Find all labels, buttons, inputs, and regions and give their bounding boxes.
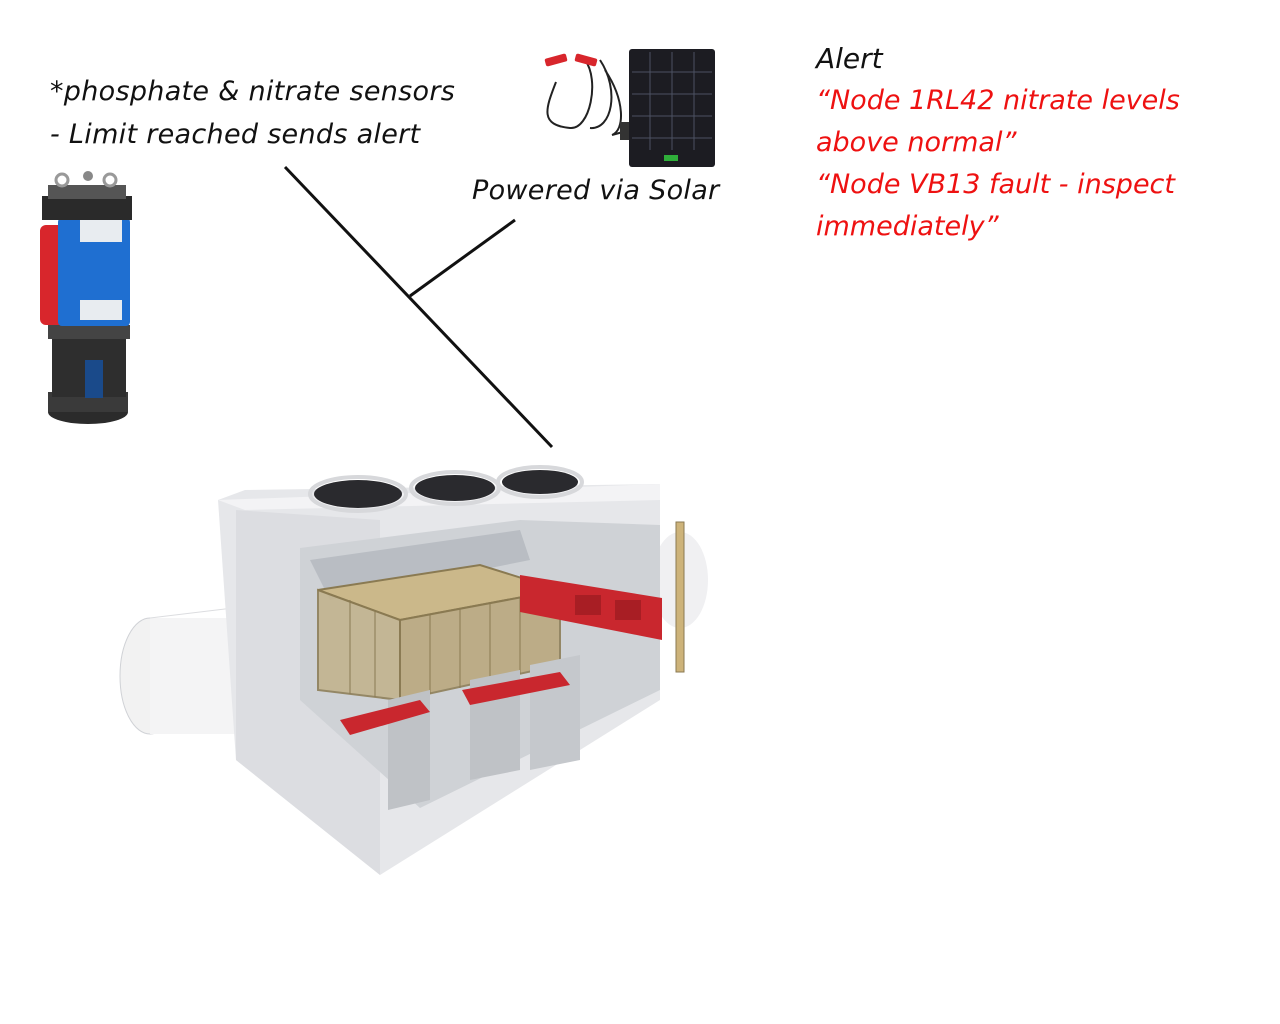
filtration-vault-image: [120, 467, 708, 875]
solar-leader-line: [410, 220, 515, 296]
solar-caption: Powered via Solar: [472, 175, 719, 206]
solar-panel-image: [544, 49, 715, 167]
sensor-caption-line-1: *phosphate & nitrate sensors: [50, 70, 455, 113]
sensor-probe-image: [40, 171, 132, 424]
alert-panel: Alert “Node 1RL42 nitrate levels above n…: [816, 38, 1236, 248]
sensor-leader-line: [285, 167, 552, 447]
leader-lines: [285, 167, 552, 447]
alert-title: Alert: [816, 38, 1236, 80]
sensor-caption-line-2: - Limit reached sends alert: [50, 113, 455, 156]
alert-message-2: “Node VB13 fault - inspect immediately”: [816, 164, 1236, 248]
alert-message-1: “Node 1RL42 nitrate levels above normal”: [816, 80, 1236, 164]
sensor-caption: *phosphate & nitrate sensors - Limit rea…: [50, 70, 455, 156]
